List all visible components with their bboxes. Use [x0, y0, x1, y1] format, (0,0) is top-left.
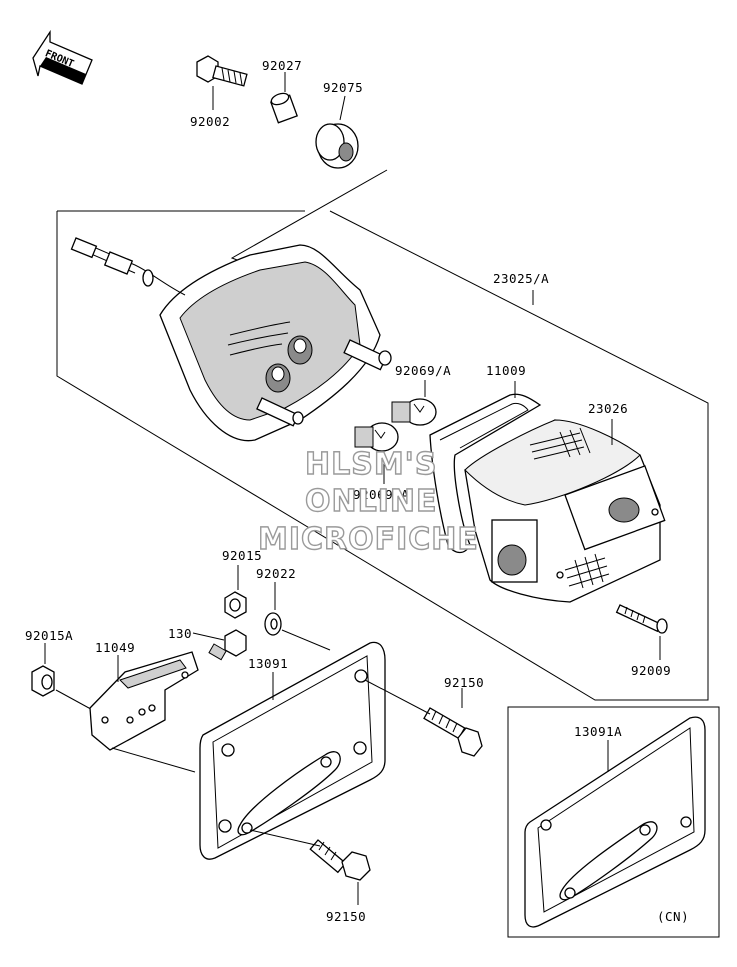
part-number-11049: 11049	[95, 640, 135, 655]
bolt-92002	[196, 55, 248, 87]
watermark: HLSM'S ONLINE MICROFICHE	[257, 446, 479, 557]
gasket-11009	[429, 393, 542, 554]
bracket-11049	[89, 651, 199, 751]
part-number-11009: 11009	[486, 363, 526, 378]
variant-box	[507, 706, 720, 938]
taillight-housing-23025a	[159, 244, 392, 442]
part-number-92015a: 92015A	[25, 628, 73, 643]
bolt-92150-upper	[423, 707, 483, 757]
bulb-92069a-upper	[391, 398, 437, 426]
bolt-130	[208, 629, 247, 661]
watermark-line2: ONLINE	[305, 484, 438, 519]
washer-92022	[264, 612, 282, 636]
nut-92015	[224, 591, 247, 619]
bulb-92069a-lower	[354, 422, 399, 452]
screw-92009	[615, 604, 668, 634]
part-number-130: 130	[168, 626, 192, 641]
front-arrow: FRONT	[32, 29, 93, 85]
grommet-92075	[315, 123, 359, 169]
nut-92015a	[31, 665, 55, 697]
variant-note: (CN)	[657, 909, 689, 924]
part-number-92150-lower: 92150	[326, 909, 366, 924]
part-number-13091a: 13091A	[574, 724, 622, 739]
part-number-92027: 92027	[262, 58, 302, 73]
watermark-line3: MICROFICHE	[258, 522, 479, 557]
collar-92027	[270, 92, 298, 124]
part-number-92150-upper: 92150	[444, 675, 484, 690]
part-number-92075: 92075	[323, 80, 363, 95]
part-number-23026: 23026	[588, 401, 628, 416]
lens-23026	[464, 419, 666, 603]
part-number-92069a-upper: 92069/A	[395, 363, 451, 378]
part-number-92022: 92022	[256, 566, 296, 581]
plate-13091a	[524, 716, 706, 928]
wire-connector	[70, 237, 186, 296]
watermark-line1: HLSM'S	[305, 447, 437, 482]
part-number-92015: 92015	[222, 548, 262, 563]
part-number-92002: 92002	[190, 114, 230, 129]
part-number-92069a-lower: 92069/A	[353, 487, 409, 502]
part-number-13091: 13091	[248, 656, 288, 671]
plate-13091	[199, 641, 386, 860]
part-number-23025a: 23025/A	[493, 271, 549, 286]
part-number-92009: 92009	[631, 663, 671, 678]
